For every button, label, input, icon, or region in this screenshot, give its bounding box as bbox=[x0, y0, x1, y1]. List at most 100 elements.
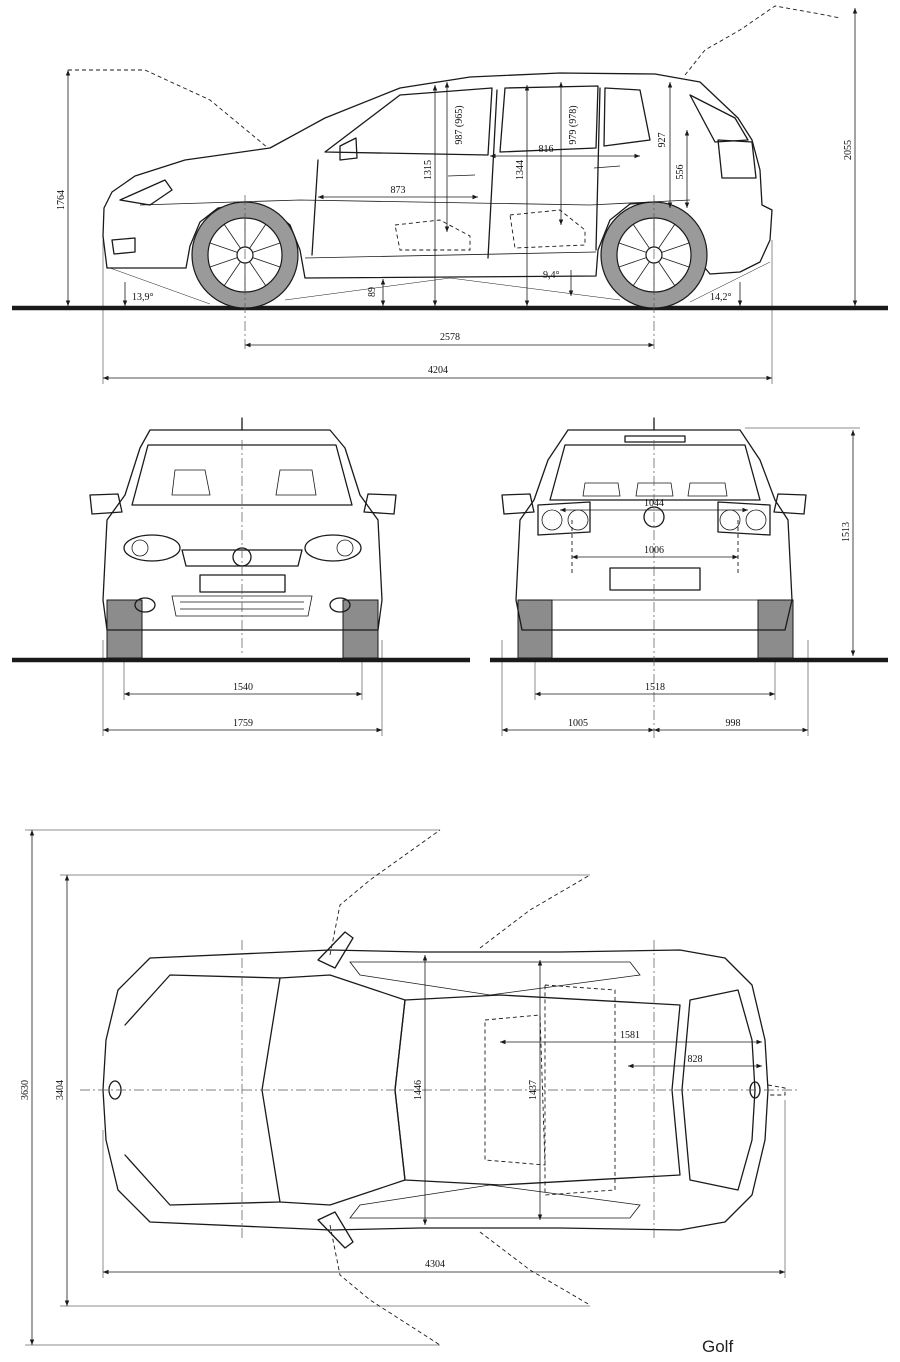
rear-view: 1044 1006 1513 1518 1005 998 bbox=[490, 417, 888, 740]
top-open-door-upper bbox=[329, 829, 441, 956]
rear-body-outline bbox=[515, 429, 793, 631]
rear-left-tyre bbox=[517, 599, 553, 659]
label-overall-width: 1759 bbox=[233, 718, 253, 729]
side-window-front bbox=[324, 87, 493, 156]
side-headlight bbox=[119, 179, 173, 206]
front-view: 1540 1759 bbox=[12, 417, 470, 736]
front-foglight-left bbox=[134, 597, 156, 613]
label-rear-headroom: 979 (978) bbox=[568, 105, 579, 144]
rear-taillight-right bbox=[717, 501, 771, 536]
label-rear-shoulder: 1437 bbox=[528, 1080, 539, 1100]
rear-taillight-left bbox=[537, 501, 591, 536]
top-open-door-rear-upper bbox=[479, 874, 591, 949]
front-right-tyre bbox=[342, 599, 379, 659]
side-mirror bbox=[339, 137, 358, 161]
top-bonnet-line-lower bbox=[124, 1154, 281, 1206]
top-open-door-rear-lower bbox=[479, 1231, 591, 1306]
top-open-door-lower bbox=[329, 1224, 441, 1346]
label-width-front-doors-open: 3404 bbox=[55, 1080, 66, 1100]
rear-spoiler-light bbox=[624, 435, 686, 443]
side-open-tailgate bbox=[684, 5, 841, 76]
front-seats bbox=[171, 469, 317, 496]
breakover-angle-lines bbox=[284, 277, 621, 301]
rear-window bbox=[549, 444, 761, 501]
top-seats bbox=[484, 984, 616, 1196]
approach-angle-line bbox=[109, 267, 211, 305]
front-left-tyre bbox=[106, 599, 143, 659]
top-roof bbox=[394, 994, 681, 1186]
label-rear-seat-height: 1344 bbox=[515, 160, 526, 180]
side-door-line-mid bbox=[487, 89, 498, 259]
side-window-quarter bbox=[603, 87, 651, 147]
front-mirror-left bbox=[89, 493, 123, 515]
side-door-line-rear bbox=[595, 87, 601, 251]
top-view: 3630 3404 1446 1437 1581 828 4304 bbox=[20, 829, 800, 1346]
top-body-outline bbox=[102, 949, 769, 1231]
rear-plate bbox=[609, 567, 701, 591]
label-overall-length: 4204 bbox=[428, 365, 448, 376]
label-track-front: 1540 bbox=[233, 682, 253, 693]
label-cargo-length: 828 bbox=[688, 1054, 703, 1065]
label-mirror-left: 1005 bbox=[568, 718, 588, 729]
front-headlight-right-lamp bbox=[336, 539, 354, 557]
label-bumper-height: 556 bbox=[675, 165, 686, 180]
rear-taillight-left-ring1 bbox=[541, 509, 563, 531]
label-length-tailgate-open: 4304 bbox=[425, 1259, 445, 1270]
side-seats bbox=[394, 209, 586, 251]
front-headlight-right bbox=[304, 534, 362, 562]
departure-angle-line bbox=[689, 261, 771, 303]
top-side-window-lower bbox=[349, 1184, 641, 1219]
top-rear-window bbox=[681, 989, 756, 1191]
label-wheelbase: 2578 bbox=[440, 332, 460, 343]
front-headlight-left bbox=[123, 534, 181, 562]
label-front-headroom: 987 (965) bbox=[454, 105, 465, 144]
side-body-crease bbox=[139, 199, 691, 206]
label-approach-angle: 13,9° bbox=[132, 292, 154, 303]
side-open-bonnet bbox=[68, 69, 269, 149]
side-door-handle-rear bbox=[593, 165, 621, 169]
rear-mirror-left bbox=[501, 493, 535, 515]
label-ground-clearance: 89 bbox=[367, 287, 378, 297]
side-front-foglight bbox=[111, 237, 136, 255]
label-tail-opening-top: 1044 bbox=[644, 498, 664, 509]
front-mirror-right bbox=[363, 493, 397, 515]
side-rear-window bbox=[689, 94, 749, 143]
label-mirror-right: 998 bbox=[726, 718, 741, 729]
label-breakover-angle: 9,4° bbox=[543, 270, 560, 281]
label-front-seat-height: 1315 bbox=[423, 160, 434, 180]
side-taillight bbox=[717, 139, 757, 179]
side-view: 1764 2055 987 (965) 979 (978) 1315 1344 … bbox=[12, 5, 888, 384]
front-plate bbox=[199, 574, 286, 593]
label-track-rear: 1518 bbox=[645, 682, 665, 693]
top-open-tailgate bbox=[767, 1084, 786, 1096]
side-door-line-front bbox=[311, 159, 319, 256]
front-windscreen bbox=[131, 444, 353, 506]
top-bonnet-line-upper bbox=[124, 974, 281, 1026]
rear-right-tyre bbox=[757, 599, 794, 659]
front-upper-grille bbox=[181, 549, 303, 567]
label-width-doors-open: 3630 bbox=[20, 1080, 31, 1100]
label-departure-angle: 14,2° bbox=[710, 292, 732, 303]
front-headlight-left-lamp bbox=[131, 539, 149, 557]
label-tailgate-open-height: 2055 bbox=[843, 140, 854, 160]
top-mirror-lower bbox=[317, 1211, 354, 1249]
top-side-window-upper bbox=[349, 961, 641, 996]
label-rear-legroom: 816 bbox=[539, 144, 554, 155]
label-cargo-length-folded: 1581 bbox=[620, 1030, 640, 1041]
rear-taillight-left-ring2 bbox=[567, 509, 589, 531]
side-door-handle-front bbox=[447, 174, 476, 177]
label-overall-height: 1764 bbox=[56, 190, 67, 210]
label-rear-height: 1513 bbox=[841, 522, 852, 542]
label-tail-opening-bottom: 1006 bbox=[644, 545, 664, 556]
label-front-shoulder: 1446 bbox=[413, 1080, 424, 1100]
top-mirror-upper bbox=[317, 931, 354, 969]
model-name: Golf bbox=[702, 1337, 733, 1356]
side-window-rear bbox=[499, 85, 599, 153]
front-foglight-right bbox=[329, 597, 351, 613]
label-rear-opening-height: 927 bbox=[657, 133, 668, 148]
rear-taillight-right-ring2 bbox=[745, 509, 767, 531]
rear-mirror-right bbox=[773, 493, 807, 515]
rear-taillight-right-ring1 bbox=[719, 509, 741, 531]
front-body-outline bbox=[102, 429, 383, 631]
